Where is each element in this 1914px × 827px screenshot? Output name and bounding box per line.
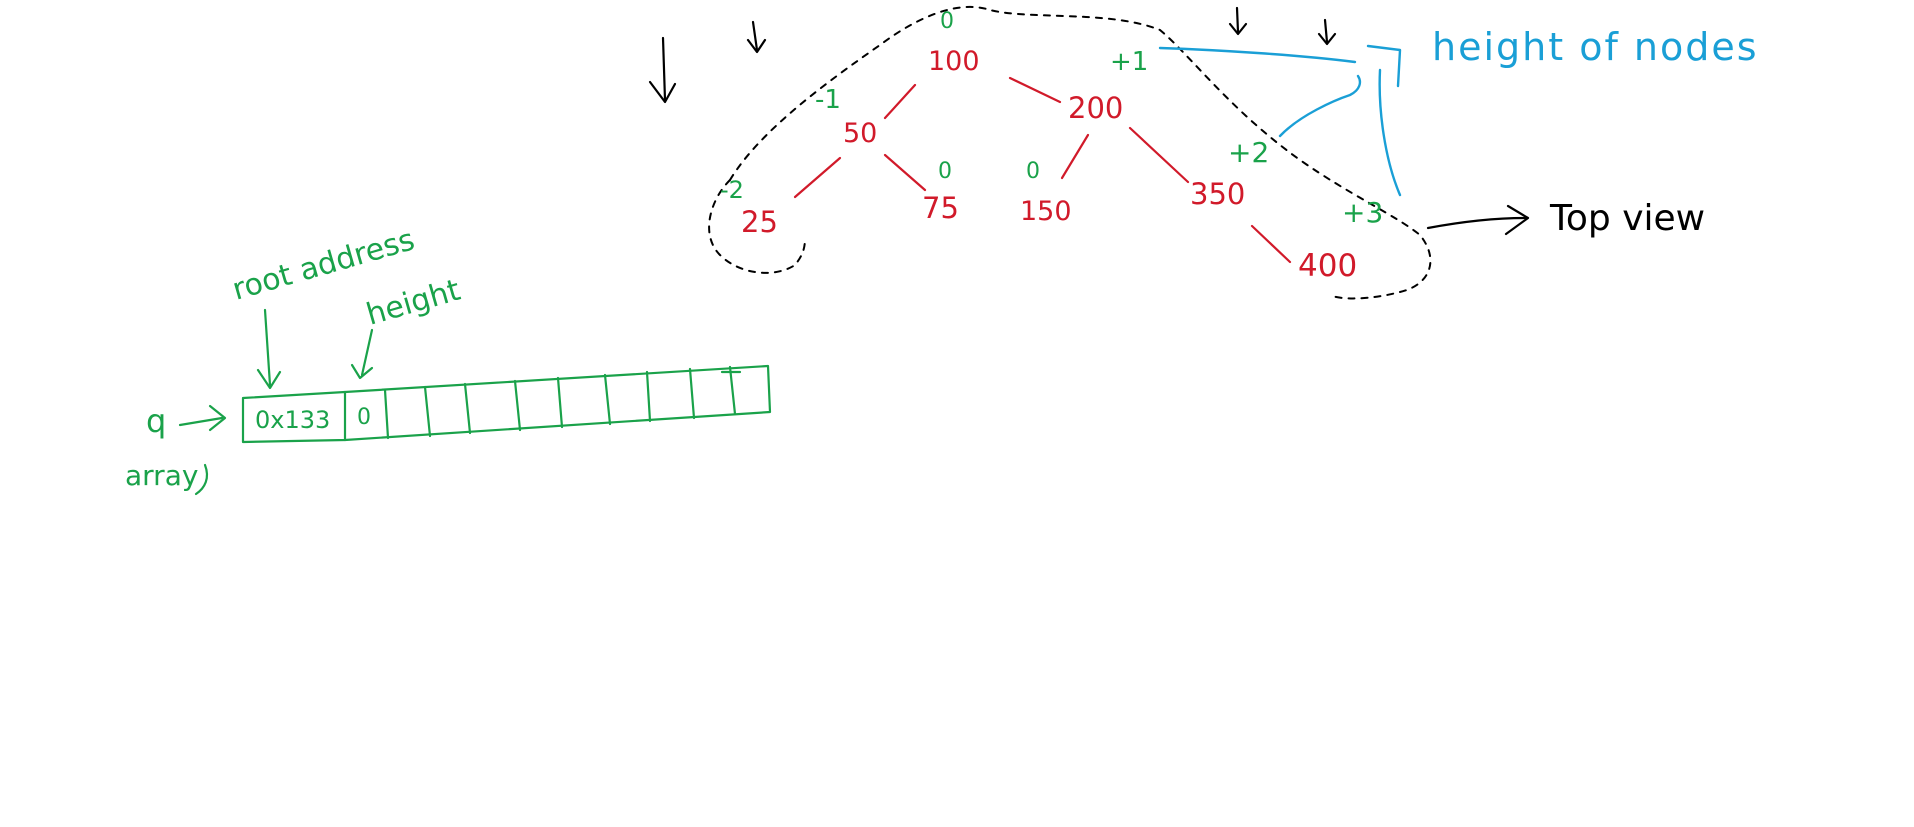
arrow-head-icon: [1504, 204, 1530, 236]
root-address-arrow: [263, 308, 272, 387]
arrow-head-icon: [208, 404, 227, 432]
array-cell-height: 0: [357, 405, 371, 430]
array-label: array: [125, 459, 198, 492]
q-label: q: [146, 402, 166, 440]
tree-node-50: 50: [843, 118, 877, 149]
top-view-outline-left: [708, 179, 806, 274]
tree-edge: [1250, 224, 1292, 264]
top-view-arrow: [1426, 216, 1527, 230]
top-view-label: Top view: [1549, 198, 1705, 239]
tree-node-200: 200: [1068, 91, 1123, 125]
tree-node-150: 150: [1020, 196, 1072, 227]
array-cell-root: 0x133: [255, 406, 330, 434]
down-arrow-icon: [648, 36, 677, 104]
height-value-150: 0: [1026, 159, 1040, 184]
down-arrow-icon: [1228, 6, 1248, 36]
array-label-tail: [194, 463, 209, 496]
q-arrow: [178, 416, 224, 427]
height-value-25: -2: [720, 176, 744, 204]
tree-edge: [1008, 76, 1062, 104]
height-arrow: [360, 328, 374, 377]
tree-node-100: 100: [928, 46, 980, 77]
tree-edge: [1128, 126, 1190, 184]
height-value-200: +1: [1110, 47, 1148, 77]
height-value-75: 0: [938, 159, 952, 184]
tree-node-400: 400: [1298, 248, 1357, 284]
down-arrow-icon: [746, 20, 767, 54]
height-label: height: [363, 273, 465, 333]
height-value-350: +2: [1228, 136, 1269, 169]
height-value-100: 0: [940, 9, 954, 34]
tree-edge: [883, 153, 927, 192]
arrow-head-icon: [350, 363, 374, 380]
tree-edge: [883, 83, 917, 120]
array-cells: [241, 364, 772, 444]
height-bracket: [1158, 46, 1357, 64]
height-value-400: +3: [1342, 196, 1383, 229]
height-bracket: [1366, 44, 1402, 88]
tree-node-25: 25: [741, 205, 778, 239]
arrow-head-icon: [256, 368, 282, 390]
height-bracket: [1378, 68, 1402, 197]
top-view-outline: [729, 6, 1432, 300]
down-arrow-icon: [1317, 18, 1337, 46]
tree-edge: [793, 156, 842, 199]
height-bracket: [1278, 74, 1362, 138]
height-value-50: -1: [815, 85, 841, 115]
height-of-nodes-label: height of nodes: [1432, 25, 1759, 69]
tree-node-350: 350: [1190, 177, 1245, 211]
tree-node-75: 75: [922, 191, 959, 225]
tree-edge: [1060, 133, 1090, 180]
